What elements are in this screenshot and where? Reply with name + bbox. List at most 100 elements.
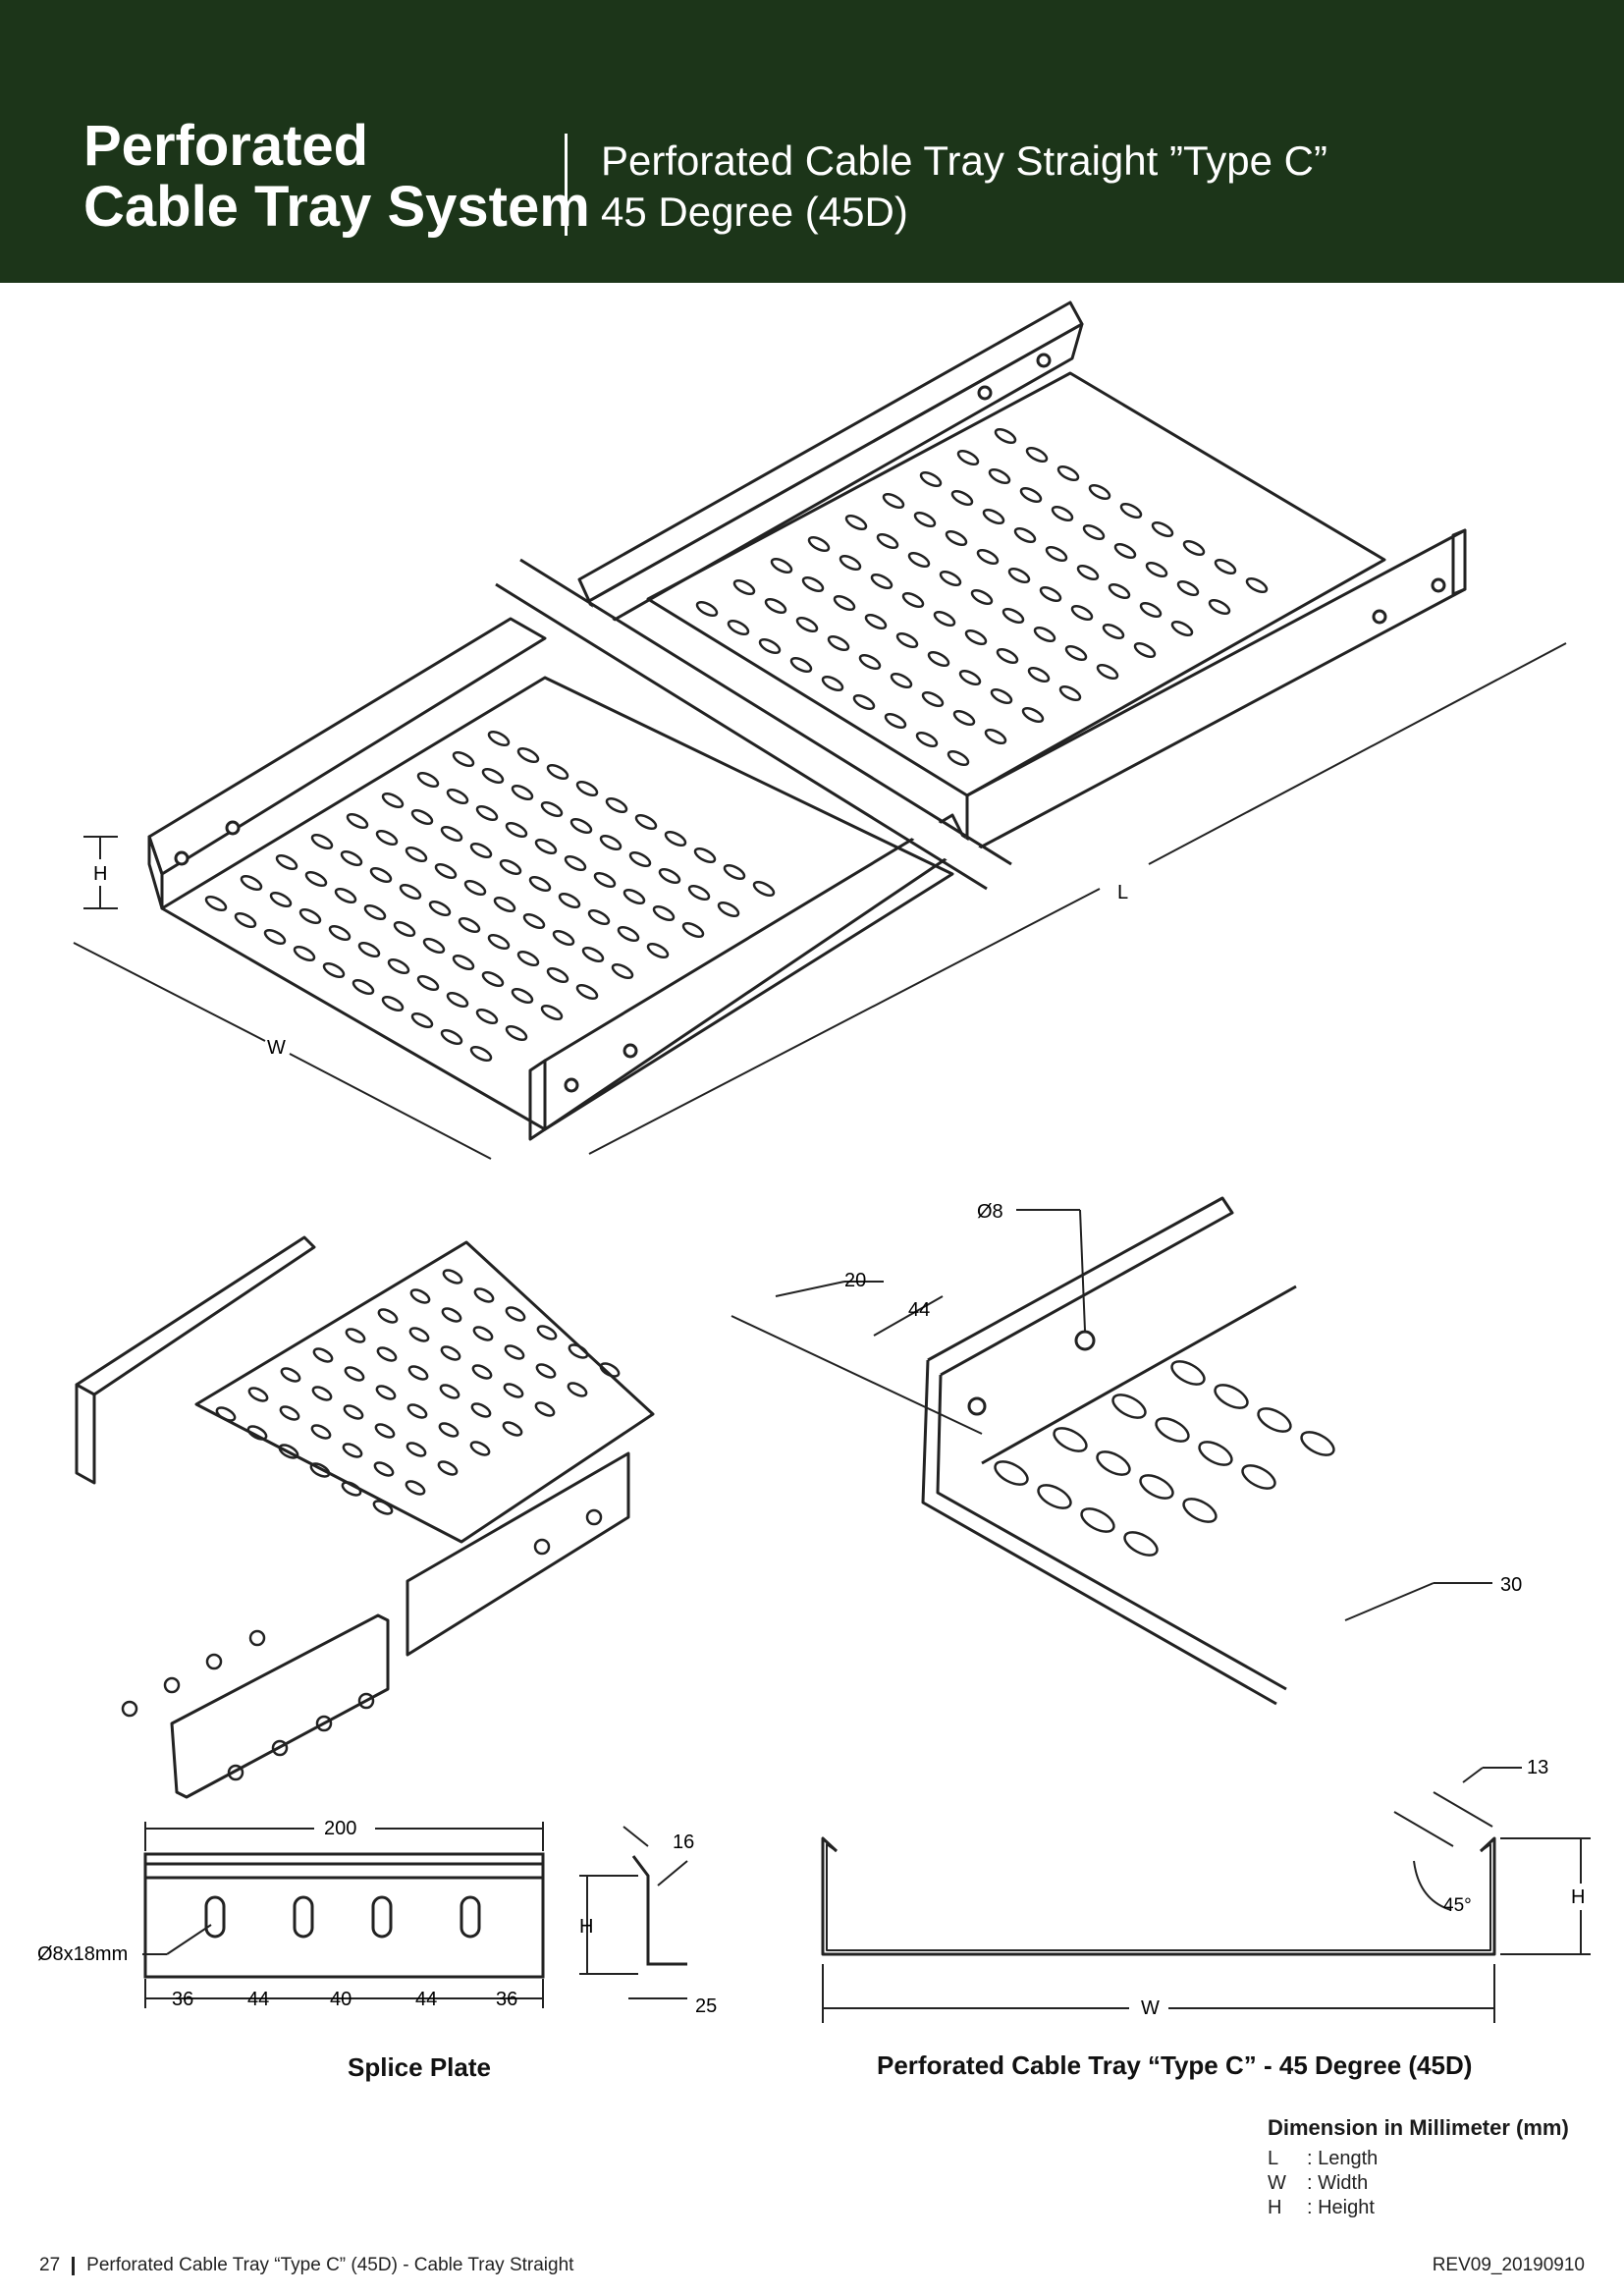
perforation-slot	[1182, 539, 1206, 557]
splice-plate-caption: Splice Plate	[348, 2052, 491, 2082]
page-number: 27	[39, 2255, 61, 2275]
splice-plate-technical-drawing: 200 Ø8x18mm 36 44 40 44 36 16 H 25	[37, 1818, 717, 2017]
perforation-slot	[473, 1287, 495, 1303]
perforation-slot	[505, 1306, 526, 1322]
perforation-slot	[434, 862, 458, 880]
perforation-slot	[1013, 526, 1037, 544]
tray-perforations	[204, 427, 1269, 1063]
perforation-slot	[1088, 483, 1111, 501]
perforation-slot	[377, 1308, 399, 1324]
perforation-slot	[1019, 486, 1043, 504]
perforation-slot	[564, 854, 587, 872]
perforation-slot	[1076, 564, 1100, 581]
perforation-slot	[373, 1461, 395, 1477]
perforation-slot	[442, 1269, 463, 1285]
perforation-slot	[511, 784, 534, 801]
perforation-slot	[907, 551, 931, 569]
perforation-slot	[246, 1425, 268, 1441]
perforation-slot	[363, 903, 387, 921]
perforation-slot	[839, 554, 862, 572]
perforation-slot	[956, 449, 980, 466]
detail-hole	[1074, 1330, 1096, 1351]
perforation-slot	[247, 1387, 269, 1402]
perforation-slot	[446, 991, 469, 1009]
perforation-slot	[758, 637, 782, 655]
perforation-slot	[864, 613, 888, 630]
perforation-slot	[311, 1386, 333, 1401]
perforation-slot	[263, 928, 287, 946]
tray-bottom-right	[646, 371, 1386, 797]
section-dim-h: H	[1571, 1886, 1585, 1908]
perforation-slot	[575, 983, 599, 1001]
perforation-slot	[280, 1367, 301, 1383]
perforation-slot	[599, 834, 623, 851]
perforation-slot	[275, 853, 298, 871]
perforation-slot	[1133, 641, 1157, 659]
tray-section-drawing: 13 45° H W	[821, 1757, 1591, 2023]
perforation-slot	[1214, 558, 1237, 575]
perforation-slot	[334, 887, 357, 904]
perforation-slot	[658, 867, 681, 885]
perforation-slot	[475, 1008, 499, 1025]
perforation-slot	[499, 858, 522, 876]
perforation-slot	[304, 870, 328, 888]
perforation-slot	[438, 1422, 460, 1438]
perforation-slot	[1300, 1431, 1335, 1456]
perforation-slot	[375, 1385, 397, 1400]
perforation-slot	[764, 597, 787, 615]
perforation-slot	[375, 829, 399, 847]
perforation-slot	[884, 712, 907, 730]
perforation-slot	[693, 847, 717, 864]
perforation-slot	[446, 788, 469, 805]
perforation-slot	[569, 817, 593, 835]
perforation-slot	[652, 904, 676, 922]
near-wall-left	[543, 813, 969, 1131]
perforation-slot	[369, 866, 393, 884]
section-dim-13: 13	[1527, 1757, 1548, 1778]
perforation-slot	[481, 767, 505, 785]
section-title: Perforated Cable Tray System	[83, 116, 590, 238]
perforation-slot	[309, 1462, 331, 1478]
perforation-slot	[927, 650, 950, 668]
subtitle-line-1: Perforated Cable Tray Straight ”Type C”	[601, 137, 1327, 184]
perforation-slot	[399, 883, 422, 901]
perforation-slot	[1113, 542, 1137, 560]
perforation-slot	[1096, 663, 1119, 681]
splice-dim-h: H	[579, 1916, 593, 1938]
perforation-slot	[795, 616, 819, 633]
perforation-slot	[623, 888, 646, 905]
perforation-slot	[408, 1327, 430, 1342]
perforation-slot	[344, 1366, 365, 1382]
perforation-slot	[1245, 576, 1269, 594]
perforation-slot	[279, 1405, 300, 1421]
perforation-slot	[1007, 567, 1031, 584]
perforation-slot	[503, 1383, 524, 1398]
perforation-slot	[567, 1382, 588, 1397]
perforation-slot	[522, 912, 546, 930]
perforation-slot	[581, 946, 605, 963]
perforation-slot	[381, 995, 405, 1012]
perforation-slot	[988, 467, 1011, 485]
perforation-slot	[234, 911, 257, 929]
perforation-slot	[540, 800, 564, 818]
perforation-slot	[505, 821, 528, 839]
perforation-slot	[345, 1328, 366, 1343]
splice-spacing-1: 44	[247, 1989, 269, 2010]
perforation-slot	[605, 796, 628, 814]
perforation-slot	[882, 492, 905, 510]
perforation-slot	[504, 1344, 525, 1360]
perforation-slot	[534, 1401, 556, 1417]
perforation-slot	[723, 863, 746, 881]
header-divider	[565, 134, 568, 236]
perforation-slot	[405, 1480, 426, 1496]
title-line-2: Cable Tray System	[83, 175, 590, 239]
perforation-slot	[536, 1325, 558, 1340]
perforation-slot	[502, 1421, 523, 1437]
perforation-slot	[1058, 684, 1082, 702]
perforation-slot	[1025, 446, 1049, 464]
perforation-slot	[801, 575, 825, 593]
dimensions-legend: L: Length W: Width H: Height	[1268, 2147, 1378, 2220]
splice-dim-200: 200	[324, 1818, 356, 1839]
page-footer: 27 Perforated Cable Tray “Type C” (45D) …	[39, 2255, 573, 2276]
perforation-slot	[1182, 1498, 1218, 1523]
